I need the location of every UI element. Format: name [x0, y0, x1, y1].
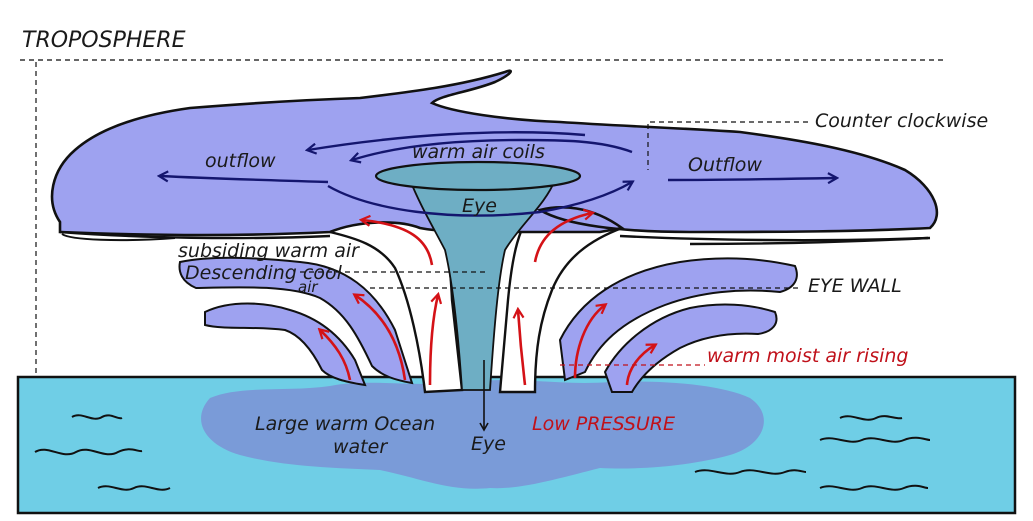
eye-wall-label: EYE WALL — [808, 275, 902, 297]
cloud-band-left-middle — [178, 256, 414, 385]
eye-top-label: Eye — [462, 195, 497, 217]
large-warm-ocean-label: Large warm Ocean — [255, 413, 435, 435]
eye-funnel-body — [408, 179, 557, 391]
low-pressure-label: Low PRESSURE — [532, 413, 675, 435]
anvil-bottom-left-line — [61, 233, 176, 242]
large-warm-ocean-label-2: water — [333, 436, 388, 458]
warm-moist-air-rising-label: warm moist air rising — [707, 345, 909, 367]
warm-air-coils-label: warm air coils — [412, 141, 545, 163]
troposphere-label: TROPOSPHERE — [22, 28, 186, 53]
wave-icon — [34, 414, 931, 491]
cloud-band-right-upper — [558, 257, 798, 382]
descending-cool-air-label-2: air — [298, 278, 318, 296]
outflow-left-label: outflow — [205, 150, 276, 172]
counter-clockwise-label: Counter clockwise — [815, 110, 988, 132]
counter-clockwise-leader — [647, 121, 808, 170]
eye-bottom-label: Eye — [471, 433, 506, 455]
curved-arrow-icon — [160, 131, 836, 217]
anvil-bottom-right-line — [689, 236, 929, 246]
outflow-right-label: Outflow — [688, 154, 762, 176]
cloud-band-left-lower — [204, 302, 367, 387]
warm-ocean-water — [201, 380, 764, 489]
eye-top-ellipse — [374, 160, 582, 192]
upward-arrow-icon — [320, 213, 655, 386]
subsiding-warm-air-label: subsiding warm air — [178, 240, 360, 262]
cloud-band-right-lower — [603, 303, 778, 393]
descending-cool-air-label: Descending cool — [185, 262, 343, 284]
